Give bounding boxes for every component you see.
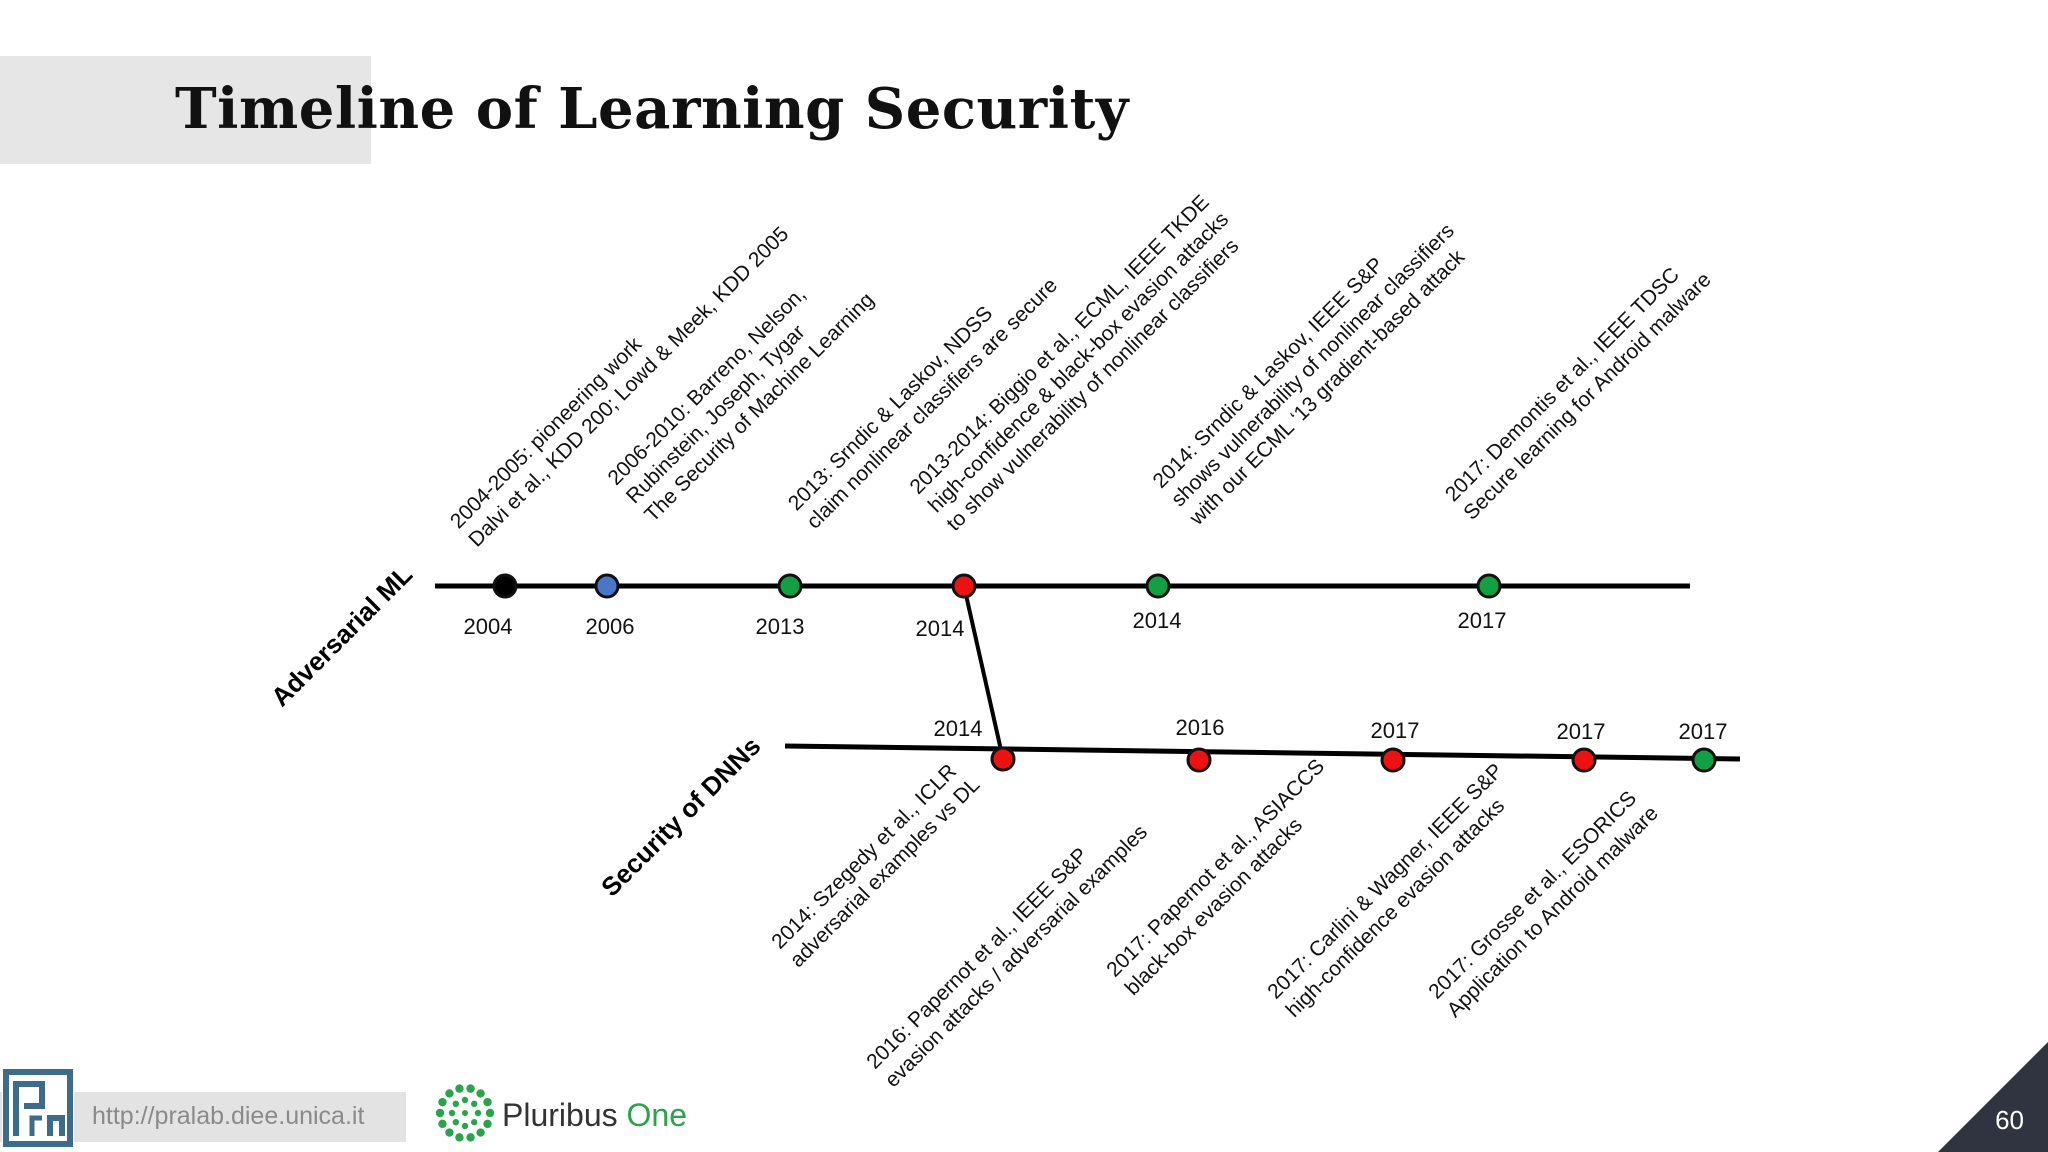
pluribus-logo-dot [483,1119,492,1129]
adversarial-event-year: 2004 [464,614,513,639]
pluribus-logo-dot [470,1100,478,1108]
dnn-event-year: 2017 [1557,719,1606,744]
pluribus-logo-dot [455,1133,464,1142]
pluribus-logo-dot [438,1097,447,1107]
pluribus-logo-dot [445,1089,454,1098]
pluribus-text-b: One [626,1097,687,1133]
adversarial-event-year: 2014 [1133,608,1182,633]
pluribus-logo-dot [470,1118,478,1126]
adversarial-event-year: 2006 [586,614,635,639]
adversarial-event-label-line: with our ECML ‘13 gradient-based attack [1185,245,1470,530]
pluribus-logo-dot [448,1109,456,1117]
connector-line [962,585,1005,760]
adversarial-event-label-line: Secure learning for Android malware [1459,268,1715,524]
pluribus-logo-dot [438,1119,447,1129]
adversarial-event-label: 2017: Demontis et al., IEEE TDSCSecure l… [1441,250,1716,525]
adversarial-event-dot [1145,573,1171,599]
pluribus-logo-dot [474,1109,482,1117]
pluribus-logo-dot [461,1122,469,1130]
dnn-event-year: 2014 [934,716,983,741]
dnn-event-label: 2014: Szegedy et al., ICLRadversarial ex… [767,755,984,972]
track-label-dnn: Security of DNNs [595,731,766,902]
adversarial-event-label-line: 2017: Demontis et al., IEEE TDSC [1441,263,1684,506]
track-label-adversarial: Adversarial ML [265,559,418,712]
dnn-event-label-line: adversarial examples vs DL [786,773,985,972]
adversarial-event-year: 2017 [1458,608,1507,633]
pluribus-logo-dot [461,1096,469,1104]
pluribus-logo-dot [466,1133,475,1142]
dnn-event-label-line: 2014: Szegedy et al., ICLR [767,760,961,954]
pluribus-logo-dot [476,1128,485,1137]
dnn-timeline-axis [784,743,1741,762]
dnn-event-dot [1571,747,1597,773]
dnn-event-label-line: 2017: Papernot et al., ASIACCS [1102,755,1329,982]
adversarial-event-year: 2014 [916,616,965,641]
page-title: Timeline of Learning Security [175,76,1129,142]
pluribus-logo-dot [462,1110,468,1116]
adversarial-event-dot [777,573,803,599]
dnn-event-label-line: 2016: Papernot et al., IEEE S&P [862,843,1092,1073]
adversarial-event-dot [492,573,518,599]
adversarial-event-dot [951,573,977,599]
pluribus-logo-dot [452,1118,460,1126]
footer-url[interactable]: http://pralab.diee.unica.it [92,1102,365,1130]
pluribus-logo-dot [483,1097,492,1107]
pluribus-logo-dot [455,1084,464,1093]
dnn-event-year: 2017 [1371,718,1420,743]
dnn-event-dot [1380,747,1406,773]
adversarial-event-dot [594,573,620,599]
pluribus-one-wordmark: Pluribus One [502,1097,687,1134]
corner-triangle [1938,1042,2048,1152]
dnn-event-dot [1691,747,1717,773]
dnn-events: 2014 2014: Szegedy et al., ICLRadversaria… [767,715,1727,1092]
dnn-event-year: 2017 [1679,719,1728,744]
pluribus-logo-dot [445,1128,454,1137]
pralab-logo [2,1066,74,1150]
adversarial-event-dot [1476,573,1502,599]
pluribus-logo-dot [485,1108,495,1118]
adversarial-event-year: 2013 [756,614,805,639]
pluribus-text-a: Pluribus [502,1097,627,1133]
pluribus-one-logo [435,1084,495,1142]
dnn-event-dot [990,746,1016,772]
title-band [0,56,371,164]
pluribus-logo-dot [452,1100,460,1108]
dnn-event-dot [1186,747,1212,773]
pluribus-logo-dot [466,1084,475,1093]
pluribus-logo-dot [476,1089,485,1098]
page-number: 60 [1995,1105,2024,1135]
pluribus-logo-dot [435,1108,445,1118]
dnn-event-year: 2016 [1176,715,1225,740]
adversarial-event-label-line: 2004-2005: pioneering work [446,332,647,533]
